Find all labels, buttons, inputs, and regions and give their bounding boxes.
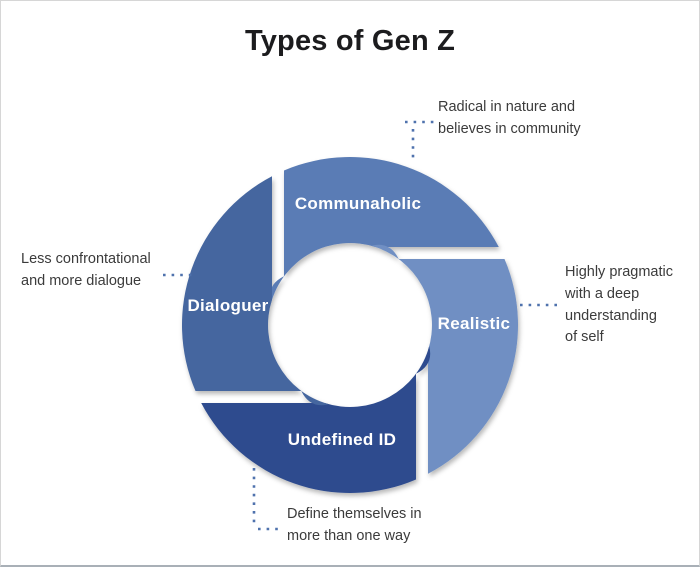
segment-realistic	[371, 244, 518, 474]
segment-label-undefined-id: Undefined ID	[288, 430, 396, 449]
annotation-undefined-id: Define themselves in more than one way	[287, 506, 422, 544]
annotation-dialoguer: Less confrontational and more dialogue	[21, 251, 151, 289]
diagram-title: Types of Gen Z	[244, 25, 456, 57]
segment-dialoguer	[182, 176, 329, 406]
segment-label-realistic: Realistic	[438, 314, 511, 333]
segment-label-communaholic: Communaholic	[295, 194, 421, 213]
segment-communaholic	[269, 156, 499, 304]
annotation-communaholic: Radical in nature and believes in commun…	[438, 99, 581, 137]
annotation-realistic: Highly pragmatic with a deep understandi…	[565, 264, 673, 346]
segment-label-dialoguer: Dialoguer	[187, 296, 268, 315]
segment-undefined-id	[201, 346, 431, 494]
